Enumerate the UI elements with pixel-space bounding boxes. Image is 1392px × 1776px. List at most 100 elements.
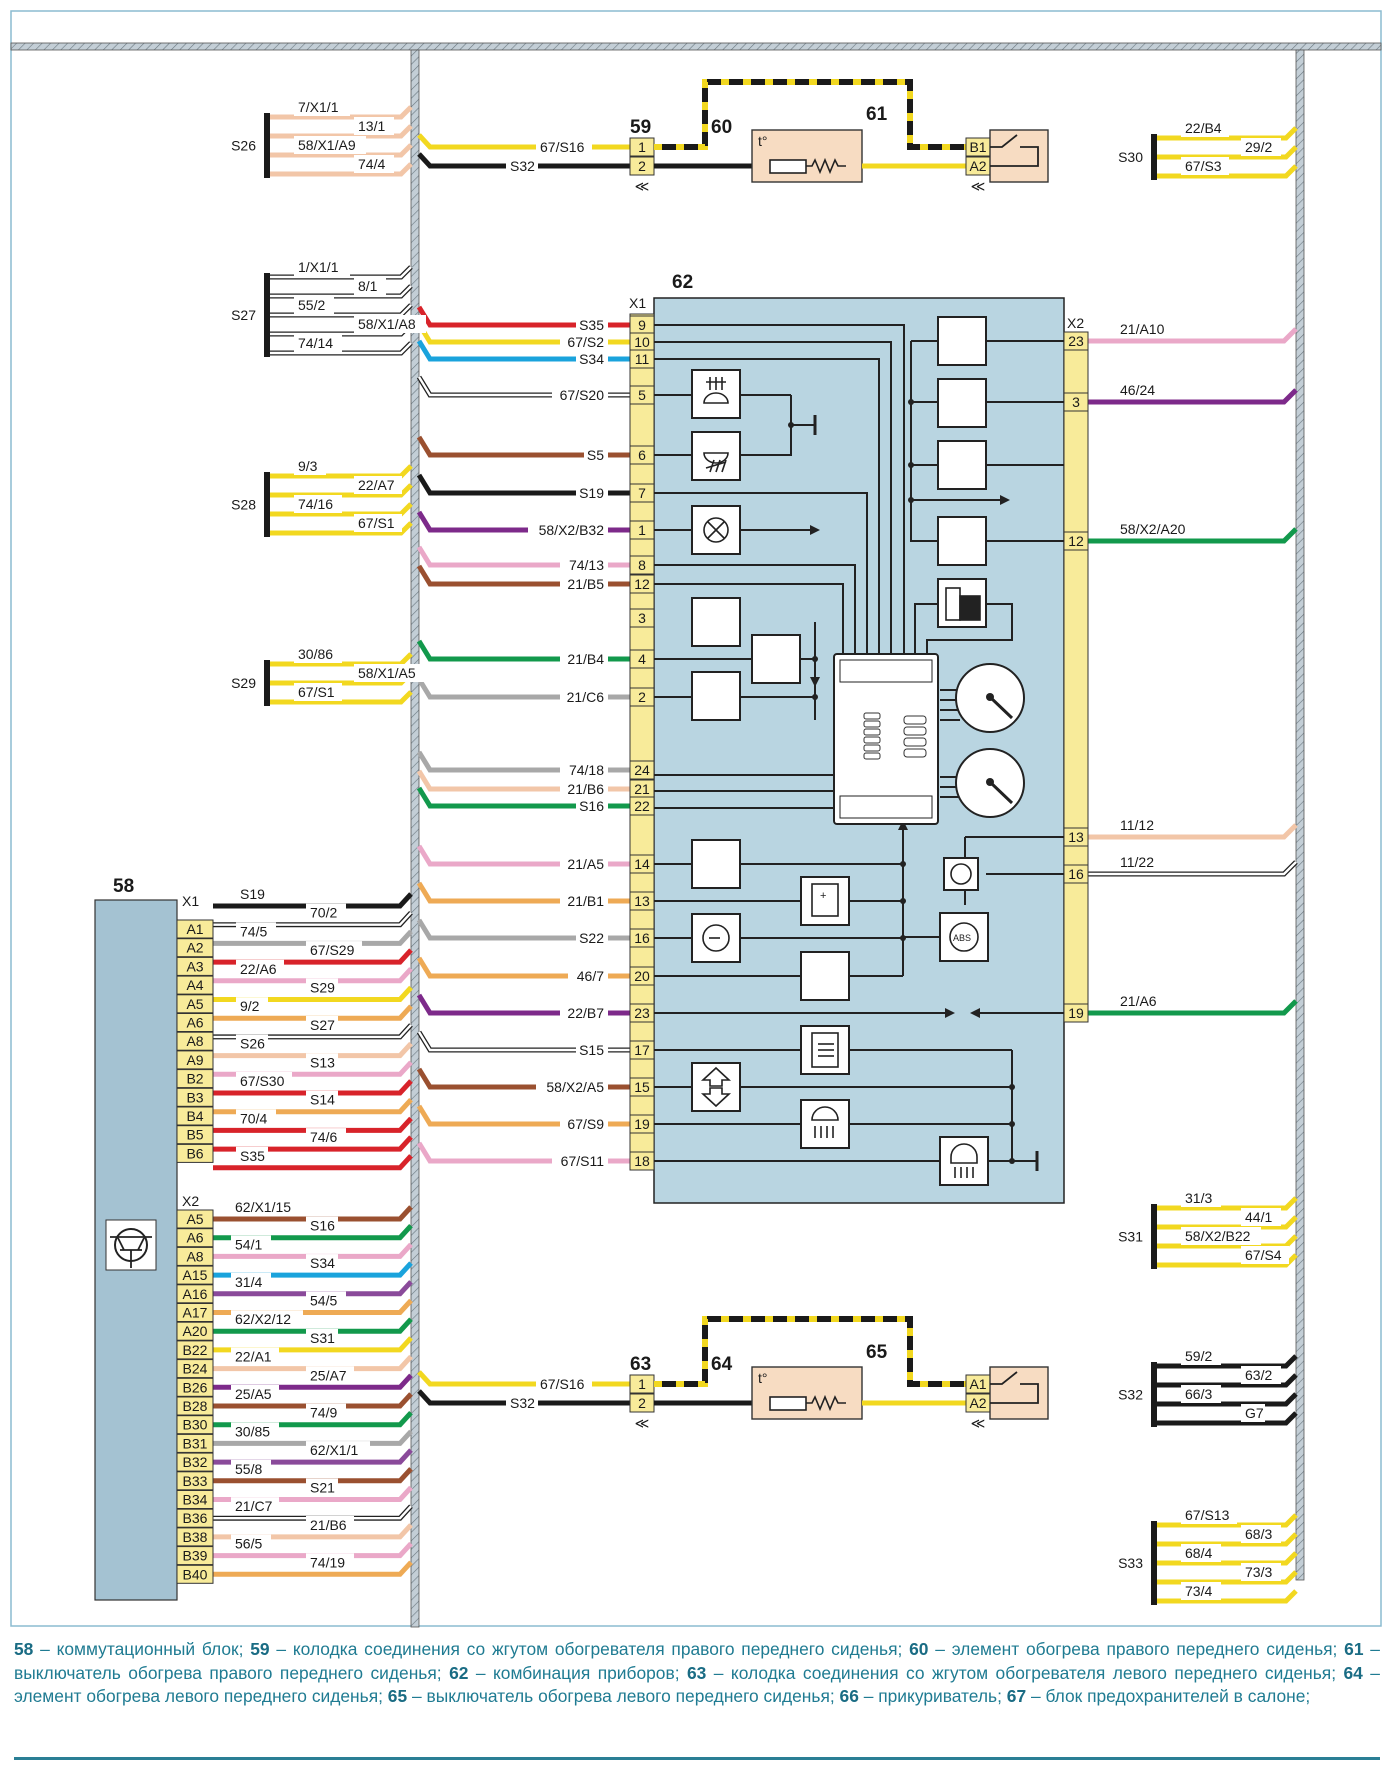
wire-label: 9/2 <box>240 998 260 1014</box>
connector-pin-label: B6 <box>186 1145 203 1161</box>
wire-label: 58/X2/A20 <box>1120 521 1186 537</box>
connector-pin <box>629 760 655 780</box>
wire <box>1155 1551 1298 1566</box>
wire-label-bg <box>306 1090 338 1109</box>
legend-item-number: 66 <box>839 1686 859 1706</box>
wire-label: 67/S16 <box>540 139 585 155</box>
connector-pin-label: B36 <box>183 1510 208 1526</box>
resistor-icon <box>806 1394 846 1412</box>
connector-pin-label: A16 <box>183 1286 208 1302</box>
connector-pin <box>176 1340 214 1360</box>
wire-label-bg <box>306 1216 338 1235</box>
wire-label: G7 <box>1245 1405 1264 1421</box>
wire-label: S34 <box>310 1255 335 1271</box>
connector-pin-label: 18 <box>634 1153 650 1169</box>
wire-label: 67/S20 <box>560 387 605 403</box>
wire <box>268 303 413 318</box>
wire <box>213 1154 413 1171</box>
wire-label: 46/7 <box>577 968 604 984</box>
wire-label-bg <box>1181 1189 1221 1207</box>
transistor-icon <box>105 1219 157 1271</box>
connector-pin-label: 16 <box>1068 866 1084 882</box>
wire-label: 21/C7 <box>235 1498 273 1514</box>
wire-label: 22/B7 <box>567 1005 604 1021</box>
wire <box>268 342 412 355</box>
connector-pin-label: 17 <box>634 1042 650 1058</box>
connector-pin <box>176 1013 214 1032</box>
connector-pin <box>176 1246 214 1266</box>
wire <box>417 133 630 150</box>
connector-pin-label: A17 <box>183 1305 208 1321</box>
wire <box>416 339 630 362</box>
wire-label-bg <box>1241 138 1281 156</box>
wire-label: 21/B5 <box>567 576 604 592</box>
wire-label-bg <box>236 1109 276 1128</box>
wire-label: 59/2 <box>1185 1348 1212 1364</box>
wire <box>268 464 413 479</box>
wire-label: 70/2 <box>310 905 337 921</box>
wire-label: 25/A5 <box>235 1386 272 1402</box>
connector-pin <box>176 1527 214 1547</box>
wire-label: S5 <box>587 447 604 463</box>
connector-pin-label: A3 <box>186 958 203 974</box>
front-fog-lamp-icon <box>691 431 741 481</box>
wire <box>1155 1253 1298 1268</box>
connector-pin-label: A2 <box>969 1395 986 1411</box>
splice-label-S30: S30 <box>1118 149 1143 165</box>
wire-label-bg <box>1116 381 1164 399</box>
wire-label-bg <box>560 688 608 706</box>
heater-plug-icon <box>691 597 741 647</box>
connector-pin-label: 20 <box>634 968 650 984</box>
wire-label: 73/3 <box>1245 1564 1272 1580</box>
wire <box>213 1060 413 1077</box>
splices-layer: 7/X1/113/158/X1/A974/4S261/X1/18/155/258… <box>231 98 1298 1605</box>
wire-label: 74/5 <box>240 923 267 939</box>
wire-label: 46/24 <box>1120 382 1155 398</box>
component-64-label: 64 <box>711 1354 733 1375</box>
turn-signal-icon <box>691 1062 741 1112</box>
wire-label: 74/19 <box>310 1554 345 1570</box>
wire <box>416 956 630 979</box>
connector-pin <box>629 608 655 628</box>
battery-icon <box>800 876 850 926</box>
door-lock-icon <box>937 440 987 490</box>
wire-label: 74/18 <box>569 762 604 778</box>
wire-label: S15 <box>579 1042 604 1058</box>
wire-label: 67/S1 <box>298 684 335 700</box>
wire-label-bg <box>306 1478 338 1497</box>
wire-label-bg <box>1181 1582 1221 1600</box>
wire-label: 21/A5 <box>567 856 604 872</box>
wire <box>416 305 630 328</box>
wire-label-bg <box>576 1041 608 1059</box>
wire-label: 54/5 <box>310 1293 337 1309</box>
wire-label-bg <box>576 484 608 502</box>
wire-label-bg <box>306 1015 338 1034</box>
wire-label-bg <box>1116 320 1172 338</box>
wire <box>213 1354 413 1372</box>
connector-pin-label: 1 <box>638 1376 646 1392</box>
legend-item-number: 65 <box>387 1686 408 1706</box>
wire-label-bg <box>306 1328 338 1347</box>
wire <box>268 105 413 120</box>
wire <box>1155 1196 1298 1211</box>
wire-label-bg <box>306 1441 370 1460</box>
legend-item-text: – коммутационный блок; <box>33 1639 251 1659</box>
connector-62-x2-label: X2 <box>1067 315 1084 331</box>
connector-pin-label: A2 <box>969 158 986 174</box>
wire-label: 58/X1/A9 <box>298 137 356 153</box>
door-open-icon <box>937 516 987 566</box>
temp-symbol: t° <box>758 133 768 149</box>
airbag-off-icon <box>937 316 987 366</box>
wire-label: 58/X2/A5 <box>546 1079 604 1095</box>
wire-label: 11/12 <box>1120 817 1154 833</box>
wire-label-bg <box>236 997 268 1016</box>
wire-label-bg <box>354 315 426 333</box>
wire-label-bg <box>560 855 608 873</box>
wire-label-bg <box>584 446 608 464</box>
component-63-label: 63 <box>630 1354 651 1375</box>
wire-label-bg <box>354 664 426 682</box>
wire-label-bg <box>231 1235 271 1254</box>
passenger-airbag-icon <box>800 951 850 1001</box>
signal-arrows <box>788 399 1015 1164</box>
